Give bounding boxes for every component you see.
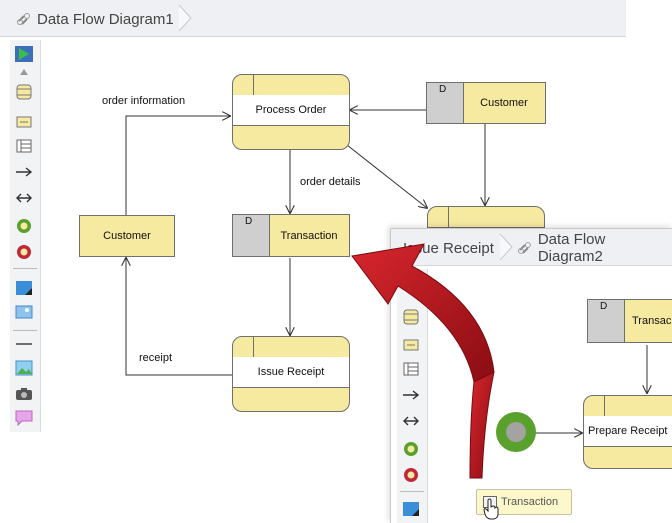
- diagram-window-main: Data Flow Diagram1: [0, 0, 626, 432]
- flow-connectors: [533, 345, 672, 523]
- breadcrumb-label: Data Flow Diagram2: [537, 231, 606, 265]
- process-issue-receipt[interactable]: Issue Receipt: [232, 336, 350, 412]
- tool-palette: [10, 40, 41, 432]
- scroll-up-icon[interactable]: [15, 64, 33, 80]
- flow-label-receipt: receipt: [139, 352, 173, 364]
- breadcrumb-bar: Issue Receipt Data Flow Diagram2: [391, 229, 672, 266]
- diagram-canvas-subdiagram[interactable]: D Transac Prepare Receipt: [429, 269, 672, 523]
- external-entity-tool-icon[interactable]: [15, 114, 33, 130]
- store-id: D: [600, 301, 608, 312]
- green-connector-tool-icon[interactable]: [15, 218, 33, 234]
- tool-palette: [397, 269, 428, 523]
- process-tool-icon[interactable]: [15, 84, 33, 100]
- data-flow-tool-icon[interactable]: [402, 387, 420, 403]
- process-prepare-receipt[interactable]: Prepare Receipt: [583, 395, 672, 469]
- process-process-order[interactable]: Process Order: [232, 74, 350, 150]
- flow-label-order-details: order details: [300, 176, 361, 188]
- red-connector-tool-icon[interactable]: [15, 244, 33, 260]
- data-store-customer[interactable]: D Customer: [426, 82, 546, 124]
- store-label: Transaction: [280, 229, 338, 242]
- data-store-tool-icon[interactable]: [15, 138, 33, 154]
- breadcrumb-item[interactable]: Data Flow Diagram1: [16, 8, 174, 30]
- palette-divider: [13, 268, 37, 269]
- palette-divider: [400, 491, 424, 492]
- green-connector-icon[interactable]: [493, 409, 539, 455]
- camera-icon[interactable]: [15, 386, 33, 402]
- process-label: Process Order: [233, 95, 349, 126]
- drag-preview-label: Transaction: [501, 496, 559, 508]
- red-connector-tool-icon[interactable]: [402, 467, 420, 483]
- data-store-tool-icon[interactable]: [402, 361, 420, 377]
- store-label: Transac: [632, 315, 672, 327]
- image-tool-icon[interactable]: [15, 360, 33, 376]
- breadcrumb-label: Issue Receipt: [403, 239, 494, 257]
- data-flow-tool-icon[interactable]: [15, 164, 33, 180]
- callout-tool-icon[interactable]: [15, 410, 33, 426]
- store-id: D: [439, 84, 447, 95]
- store-id: D: [245, 216, 253, 227]
- breadcrumb-chevron-icon: [499, 234, 513, 260]
- breadcrumb-chevron-icon: [178, 5, 192, 31]
- diagram-link-icon: [517, 242, 531, 254]
- process-label: Prepare Receipt: [584, 416, 672, 447]
- hand-cursor-icon: [483, 498, 499, 520]
- store-label: Customer: [480, 97, 528, 109]
- line-tool-icon[interactable]: [15, 336, 33, 352]
- shape-tool-icon[interactable]: [402, 501, 420, 517]
- flow-connectors: [42, 40, 626, 376]
- select-tool-icon[interactable]: [15, 46, 33, 62]
- picture-tool-icon[interactable]: [15, 304, 33, 320]
- shape-tool-icon[interactable]: [15, 280, 33, 296]
- data-store-transaction[interactable]: D Transaction: [232, 214, 350, 257]
- breadcrumb-item[interactable]: Issue Receipt: [403, 237, 494, 259]
- bidirectional-flow-tool-icon[interactable]: [15, 190, 33, 206]
- process-tool-icon[interactable]: [402, 309, 420, 325]
- bidirectional-flow-tool-icon[interactable]: [402, 413, 420, 429]
- data-store-transaction[interactable]: D Transac: [587, 299, 672, 343]
- external-entity-customer[interactable]: Customer: [79, 215, 175, 257]
- diagram-window-subdiagram: Issue Receipt Data Flow Diagram2: [390, 228, 672, 523]
- process-label: Issue Receipt: [233, 357, 349, 388]
- diagram-link-icon: [17, 13, 30, 25]
- external-entity-tool-icon[interactable]: [402, 337, 420, 353]
- breadcrumb-item[interactable]: Data Flow Diagram2: [517, 231, 672, 265]
- palette-divider: [13, 330, 37, 331]
- green-connector-tool-icon[interactable]: [402, 441, 420, 457]
- flow-label-order-information: order information: [102, 95, 186, 107]
- breadcrumb-label: Data Flow Diagram1: [37, 10, 174, 28]
- breadcrumb-bar: Data Flow Diagram1: [0, 0, 626, 37]
